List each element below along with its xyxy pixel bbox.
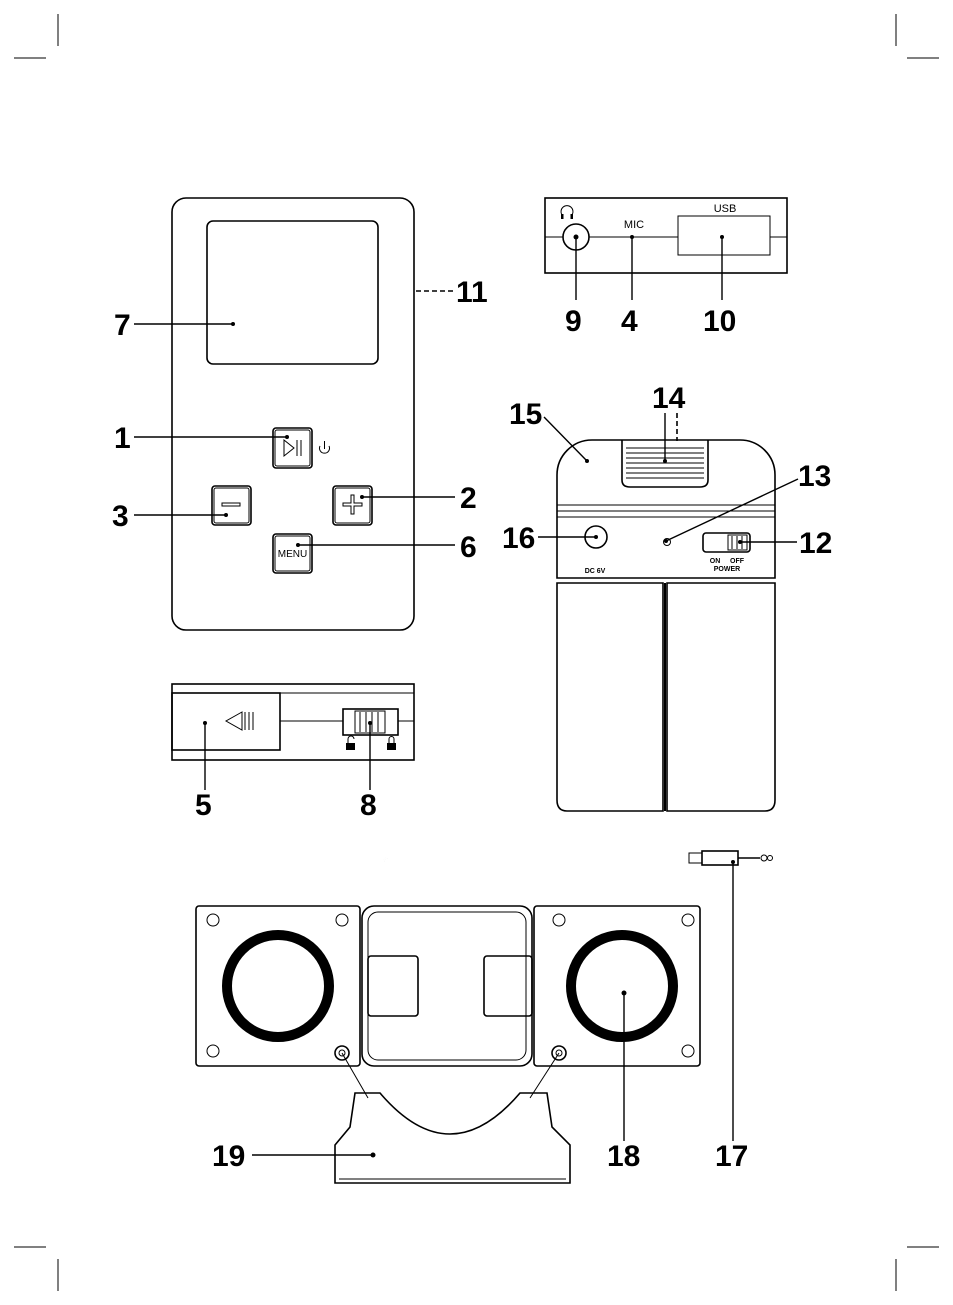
lock-icon xyxy=(387,737,396,751)
speaker-back-view: DC 6V ON OFF POWER xyxy=(557,413,775,811)
callout-11: 11 xyxy=(456,276,488,309)
minus-button xyxy=(212,486,251,525)
power-label: POWER xyxy=(714,566,740,573)
callout-14: 14 xyxy=(652,382,686,415)
speaker-stand xyxy=(335,1053,570,1183)
center-holder xyxy=(362,906,532,1066)
callout-13: 13 xyxy=(798,460,831,493)
display-screen xyxy=(207,221,378,364)
callout-7: 7 xyxy=(114,309,131,342)
on-label: ON xyxy=(710,558,721,565)
off-label: OFF xyxy=(730,558,745,565)
rewind-play-icon xyxy=(226,712,253,730)
callout-18: 18 xyxy=(607,1140,640,1173)
crop-marks xyxy=(14,14,939,1291)
callout-2: 2 xyxy=(460,482,477,515)
callout-19: 19 xyxy=(212,1140,245,1173)
right-speaker xyxy=(534,906,700,1066)
callout-10: 10 xyxy=(703,305,736,338)
callout-3: 3 xyxy=(112,500,129,533)
audio-plug xyxy=(689,851,773,865)
callout-4: 4 xyxy=(621,305,638,338)
player-front-view: MENU xyxy=(172,198,456,630)
menu-button-label: MENU xyxy=(278,549,307,560)
player-side-edge-view xyxy=(172,684,414,760)
plus-button xyxy=(333,486,372,525)
callout-9: 9 xyxy=(565,305,582,338)
headphone-icon xyxy=(561,206,573,219)
power-icon xyxy=(320,441,330,453)
callout-16: 16 xyxy=(502,522,535,555)
usb-port xyxy=(678,216,770,255)
callout-12: 12 xyxy=(799,527,832,560)
callout-15: 15 xyxy=(509,398,542,431)
speaker-unfolded-view xyxy=(196,851,773,1183)
callout-5: 5 xyxy=(195,789,212,822)
callout-8: 8 xyxy=(360,789,377,822)
unlock-icon xyxy=(346,736,355,750)
menu-button: MENU xyxy=(273,534,312,573)
callout-6: 6 xyxy=(460,531,477,564)
play-pause-button xyxy=(273,428,312,468)
usb-label: USB xyxy=(714,203,737,215)
left-speaker xyxy=(196,906,360,1066)
callout-17: 17 xyxy=(715,1140,748,1173)
player-top-edge-view: MIC USB xyxy=(545,198,787,273)
mic-label: MIC xyxy=(624,219,644,231)
dc-label: DC 6V xyxy=(585,568,606,575)
callout-numbers: 1 2 3 4 5 6 7 8 9 10 11 12 13 14 15 16 1… xyxy=(112,276,832,1173)
callout-1: 1 xyxy=(114,422,131,455)
